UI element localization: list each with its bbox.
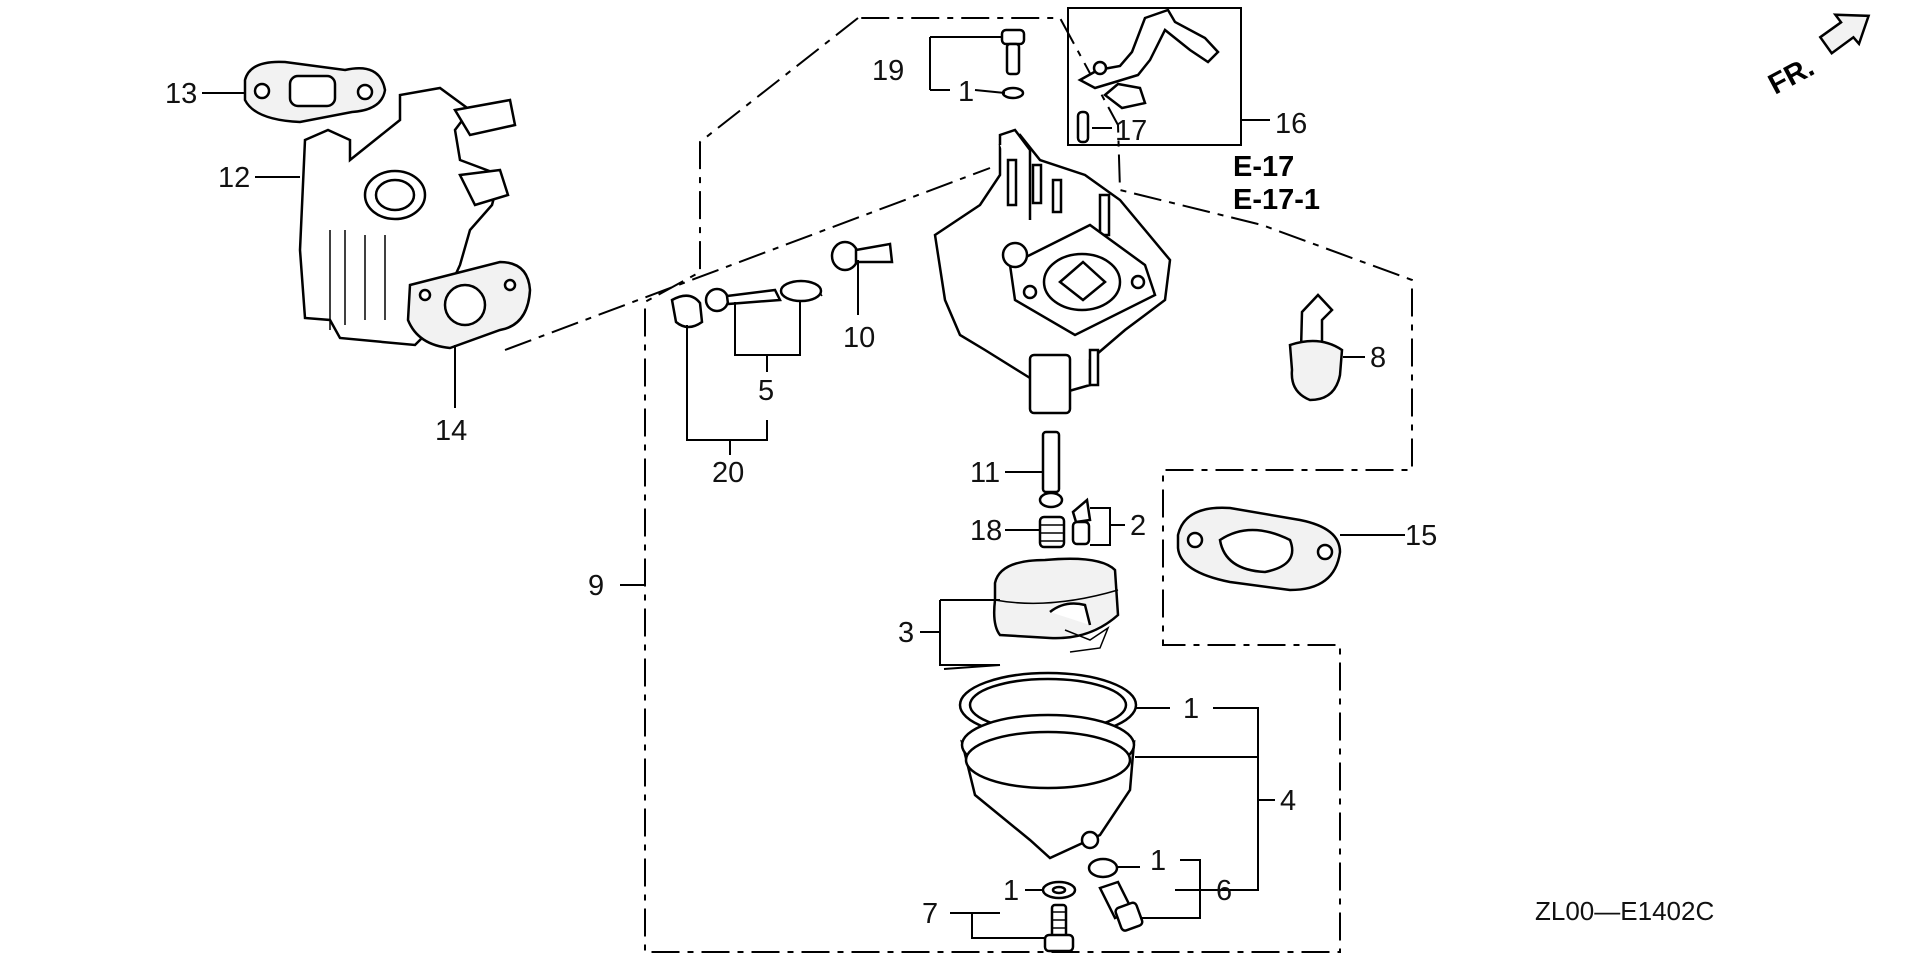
callout-16: 16 [1275, 108, 1307, 140]
part-18-main-jet [1038, 515, 1066, 549]
group-outlines [504, 7, 1413, 953]
drawing-code: ZL00—E1402C [1535, 896, 1714, 926]
callout-15: 15 [1405, 520, 1437, 552]
part-5-pilot-screw [704, 279, 823, 313]
part-13-gasket [243, 60, 387, 124]
part-1-washer-drain [1087, 857, 1119, 879]
callout-10: 10 [843, 322, 875, 354]
callout-17: 17 [1115, 115, 1147, 147]
callout-1-bolt: 1 [1003, 875, 1019, 907]
reference-e17: E-17 [1233, 151, 1294, 183]
part-4-float-chamber [958, 671, 1138, 860]
part-2-float-valve [1071, 497, 1092, 546]
part-1-washer-bolt [1041, 880, 1077, 900]
callout-20: 20 [712, 457, 744, 489]
part-10-screw [830, 240, 894, 272]
callout-7: 7 [922, 898, 938, 930]
part-11-nozzle [1038, 430, 1064, 509]
callout-14: 14 [435, 415, 467, 447]
carburetor-body [933, 128, 1172, 415]
part-16-lever [1077, 8, 1220, 110]
leader-lines [202, 36, 1405, 939]
front-direction-arrow: FR. [1763, 13, 1871, 101]
callout-1-drain: 1 [1150, 845, 1166, 877]
part-7-bolt [1043, 903, 1075, 953]
part-15-gasket [1176, 506, 1342, 592]
callout-12: 12 [218, 162, 250, 194]
part-1-washer-top [1001, 86, 1025, 100]
callout-18: 18 [970, 515, 1002, 547]
lever-kit-box [1067, 7, 1242, 146]
part-14-gasket [406, 260, 532, 350]
callout-4: 4 [1280, 785, 1296, 817]
gasket-link-line [504, 167, 991, 351]
callout-9: 9 [588, 570, 604, 602]
callout-8: 8 [1370, 342, 1386, 374]
part-6-drain-screw [1098, 880, 1144, 932]
callout-13: 13 [165, 78, 197, 110]
part-3-float [943, 557, 1120, 670]
callouts: 13 12 14 19 1 17 16 E-17 E-17-1 10 5 20 … [165, 55, 1437, 930]
callout-19: 19 [872, 55, 904, 87]
reference-e17-1: E-17-1 [1233, 184, 1320, 216]
callout-11: 11 [970, 457, 1000, 489]
callout-2: 2 [1130, 510, 1146, 542]
callout-1-chamber: 1 [1183, 693, 1199, 725]
callout-1-top: 1 [958, 76, 974, 108]
assembly-outline [644, 17, 1413, 953]
part-19-screw [1000, 28, 1026, 76]
part-20-cap [670, 294, 704, 329]
callout-6: 6 [1216, 875, 1232, 907]
callout-5: 5 [758, 375, 774, 407]
part-8-choke-valve [1288, 293, 1344, 402]
part-17-pin [1076, 110, 1090, 144]
front-label: FR. [1763, 51, 1819, 101]
callout-3: 3 [898, 617, 914, 649]
arrow-shape [1818, 13, 1871, 55]
